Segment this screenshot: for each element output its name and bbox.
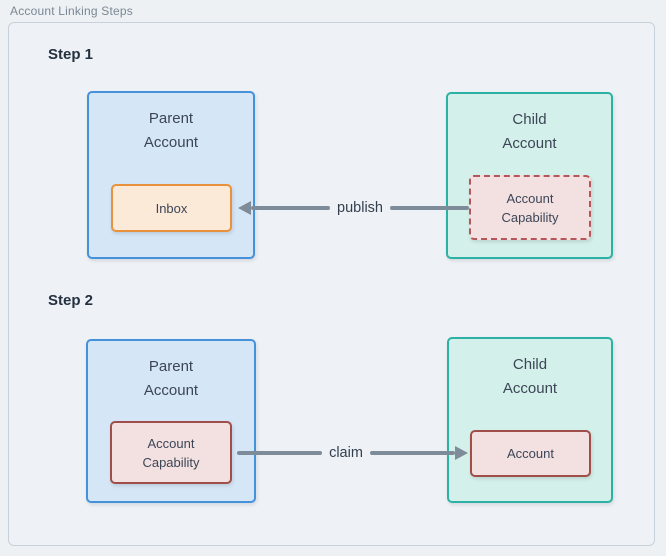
step2-parent-account-label: Parent Account: [143, 358, 199, 399]
claim-arrow-label: claim: [329, 445, 363, 461]
step1-child-account-box: Child Account Account Capability: [446, 92, 613, 259]
step2-child-account-label: Child Account: [502, 356, 558, 397]
arrow-line: [369, 451, 455, 455]
arrow-line: [389, 206, 470, 210]
step1-account-capability-box: Account Capability: [469, 175, 591, 240]
step1-heading: Step 1: [48, 46, 94, 63]
claim-arrow: claim: [237, 445, 468, 461]
diagram-title: Account Linking Steps: [10, 4, 133, 18]
step2-heading: Step 2: [48, 292, 94, 309]
step1-parent-account-label: Parent Account: [143, 110, 199, 151]
step2-account-box: Account: [470, 430, 591, 477]
step1-inbox-box: Inbox: [111, 184, 232, 232]
publish-arrow-label: publish: [337, 200, 383, 216]
arrow-right-icon: [455, 446, 468, 460]
arrow-line: [237, 451, 323, 455]
step2-account-capability-box: Account Capability: [110, 421, 232, 484]
publish-arrow: publish: [238, 200, 470, 216]
step1-parent-account-box: Parent Account Inbox: [87, 91, 255, 259]
arrow-left-icon: [238, 201, 251, 215]
step2-parent-account-box: Parent Account Account Capability: [86, 339, 256, 503]
step1-child-account-label: Child Account: [502, 111, 557, 152]
arrow-line: [251, 206, 331, 210]
step2-child-account-box: Child Account Account: [447, 337, 613, 503]
